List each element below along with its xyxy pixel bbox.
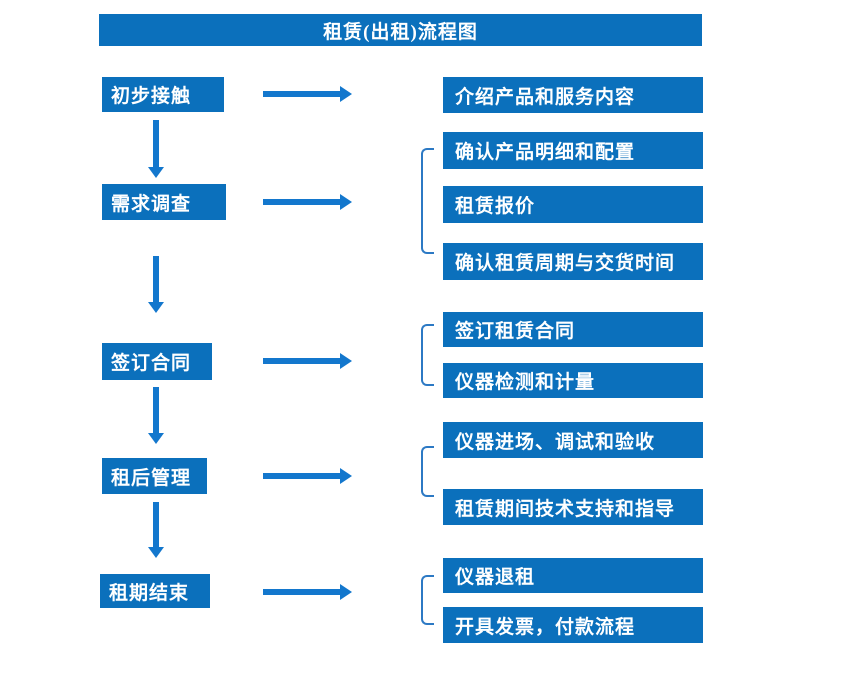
- group-bracket: [421, 148, 434, 254]
- detail-box-confirm-period-delivery: 确认租赁周期与交货时间: [443, 243, 703, 280]
- right-arrow-head: [340, 194, 352, 210]
- right-arrow-head: [340, 353, 352, 369]
- detail-box-confirm-product-config: 确认产品明细和配置: [443, 132, 703, 169]
- step-box-initial-contact: 初步接触: [102, 77, 224, 112]
- detail-box-instrument-onsite-acceptance: 仪器进场、调试和验收: [443, 422, 703, 458]
- down-arrow-head: [148, 433, 164, 444]
- step-box-post-rental-management: 租后管理: [102, 458, 207, 494]
- right-arrow-head: [340, 468, 352, 484]
- detail-box-instrument-return: 仪器退租: [443, 558, 703, 593]
- right-arrow-icon: [263, 353, 352, 369]
- down-arrow-shaft: [153, 120, 159, 167]
- group-bracket: [421, 446, 434, 497]
- down-arrow-shaft: [153, 256, 159, 302]
- group-bracket: [421, 575, 434, 625]
- detail-box-instrument-testing: 仪器检测和计量: [443, 363, 703, 398]
- down-arrow-shaft: [153, 502, 159, 547]
- down-arrow-head: [148, 547, 164, 558]
- detail-box-introduce-products: 介绍产品和服务内容: [443, 77, 703, 113]
- down-arrow-icon: [148, 387, 164, 444]
- step-box-sign-contract: 签订合同: [102, 343, 212, 380]
- detail-box-invoice-payment: 开具发票，付款流程: [443, 607, 703, 643]
- step-box-rental-end: 租期结束: [100, 574, 210, 608]
- down-arrow-head: [148, 302, 164, 313]
- down-arrow-shaft: [153, 387, 159, 433]
- right-arrow-head: [340, 584, 352, 600]
- detail-box-sign-rental-contract: 签订租赁合同: [443, 312, 703, 347]
- right-arrow-icon: [263, 194, 352, 210]
- right-arrow-icon: [263, 584, 352, 600]
- right-arrow-shaft: [263, 91, 340, 97]
- right-arrow-shaft: [263, 473, 340, 479]
- group-bracket: [421, 324, 434, 386]
- detail-box-rental-quote: 租赁报价: [443, 186, 703, 223]
- right-arrow-head: [340, 86, 352, 102]
- down-arrow-head: [148, 167, 164, 178]
- down-arrow-icon: [148, 120, 164, 178]
- down-arrow-icon: [148, 256, 164, 313]
- right-arrow-shaft: [263, 358, 340, 364]
- flowchart-title: 租赁(出租)流程图: [99, 14, 702, 46]
- right-arrow-shaft: [263, 199, 340, 205]
- step-box-demand-survey: 需求调查: [102, 184, 226, 220]
- right-arrow-shaft: [263, 589, 340, 595]
- right-arrow-icon: [263, 468, 352, 484]
- detail-box-technical-support: 租赁期间技术支持和指导: [443, 489, 703, 525]
- down-arrow-icon: [148, 502, 164, 558]
- right-arrow-icon: [263, 86, 352, 102]
